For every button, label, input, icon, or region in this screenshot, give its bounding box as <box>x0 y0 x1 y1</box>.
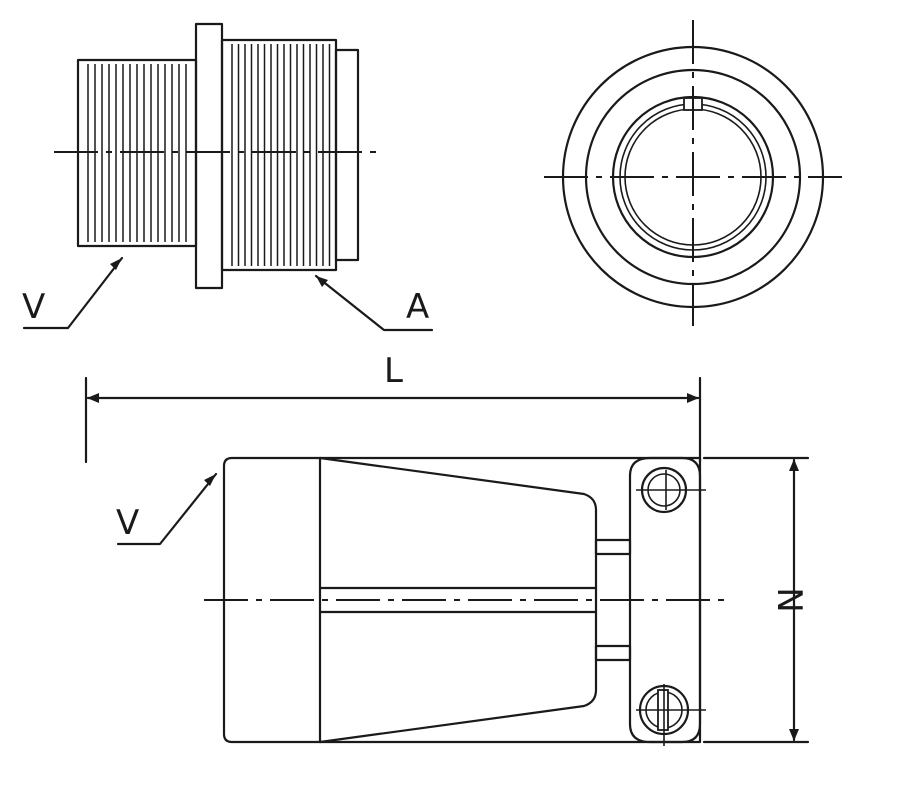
v-bottom-arrowhead <box>204 474 216 486</box>
a-top-arrowhead <box>316 276 328 287</box>
v-top-label: V <box>22 287 45 327</box>
n-label: N <box>769 587 809 612</box>
n-dimension: N <box>702 456 810 744</box>
a-top-label: A <box>406 287 429 327</box>
l-dimension: L <box>84 351 702 464</box>
l-label: L <box>384 351 403 391</box>
end-view <box>544 20 842 326</box>
right-thread-lines <box>231 44 331 266</box>
v-top-leader <box>22 256 124 330</box>
clamp-bar <box>628 456 702 744</box>
a-top-leader <box>314 274 434 332</box>
end-cap <box>334 48 360 262</box>
plan-body-outline <box>222 456 702 744</box>
v-top-arrowhead <box>110 258 122 270</box>
flange <box>194 22 224 290</box>
plan-view: V <box>116 456 726 746</box>
side-view: V A <box>22 22 434 332</box>
lower-pin <box>594 644 632 662</box>
tapered-section <box>318 456 598 744</box>
v-bottom-label: V <box>116 503 139 543</box>
v-bottom-leader <box>116 472 218 546</box>
upper-pin <box>594 538 632 556</box>
